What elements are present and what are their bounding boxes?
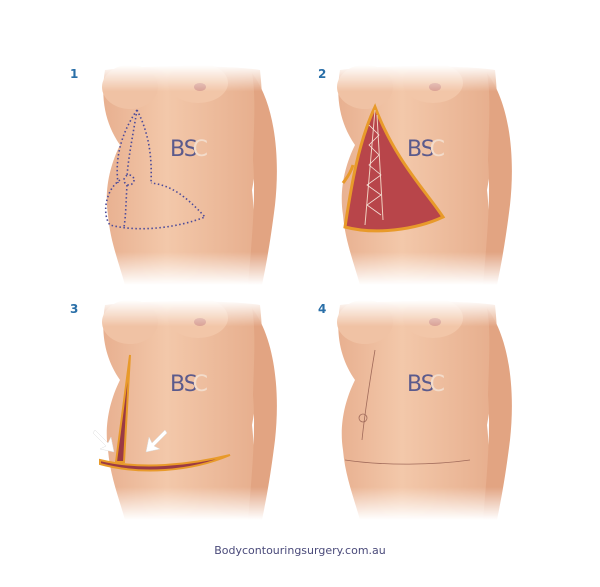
step-label: 3 [70,302,79,316]
bsc-watermark: BSC [407,372,445,397]
exposed-muscle [343,103,446,233]
torso-illustration-closure [92,300,290,520]
panel-4: 4 BSC [315,300,525,520]
horizontal-scar [344,459,471,465]
panel-2: 2 BSC [315,65,525,285]
navel [358,413,368,423]
step-label: 4 [318,302,327,316]
panel-3: 3 BSC [70,300,290,520]
bsc-watermark: BSC [170,372,208,397]
step-label: 1 [70,67,79,81]
arrow-icon [92,429,168,453]
vertical-scar [361,349,376,441]
step-label: 2 [318,67,327,81]
torso-illustration-before [80,65,290,285]
torso-illustration-muscle-repair [315,65,525,285]
bsc-watermark: BSC [407,137,445,162]
incision-line [99,454,231,472]
suture-lines [366,124,382,216]
bsc-watermark: BSC [170,137,208,162]
dotted-incision-lines [104,109,207,230]
torso-illustration-after [315,300,525,520]
panel-1: 1 BSC [70,65,290,285]
website-footer: Bodycontouringsurgery.com.au [214,544,386,557]
muscle-strip [114,354,131,463]
